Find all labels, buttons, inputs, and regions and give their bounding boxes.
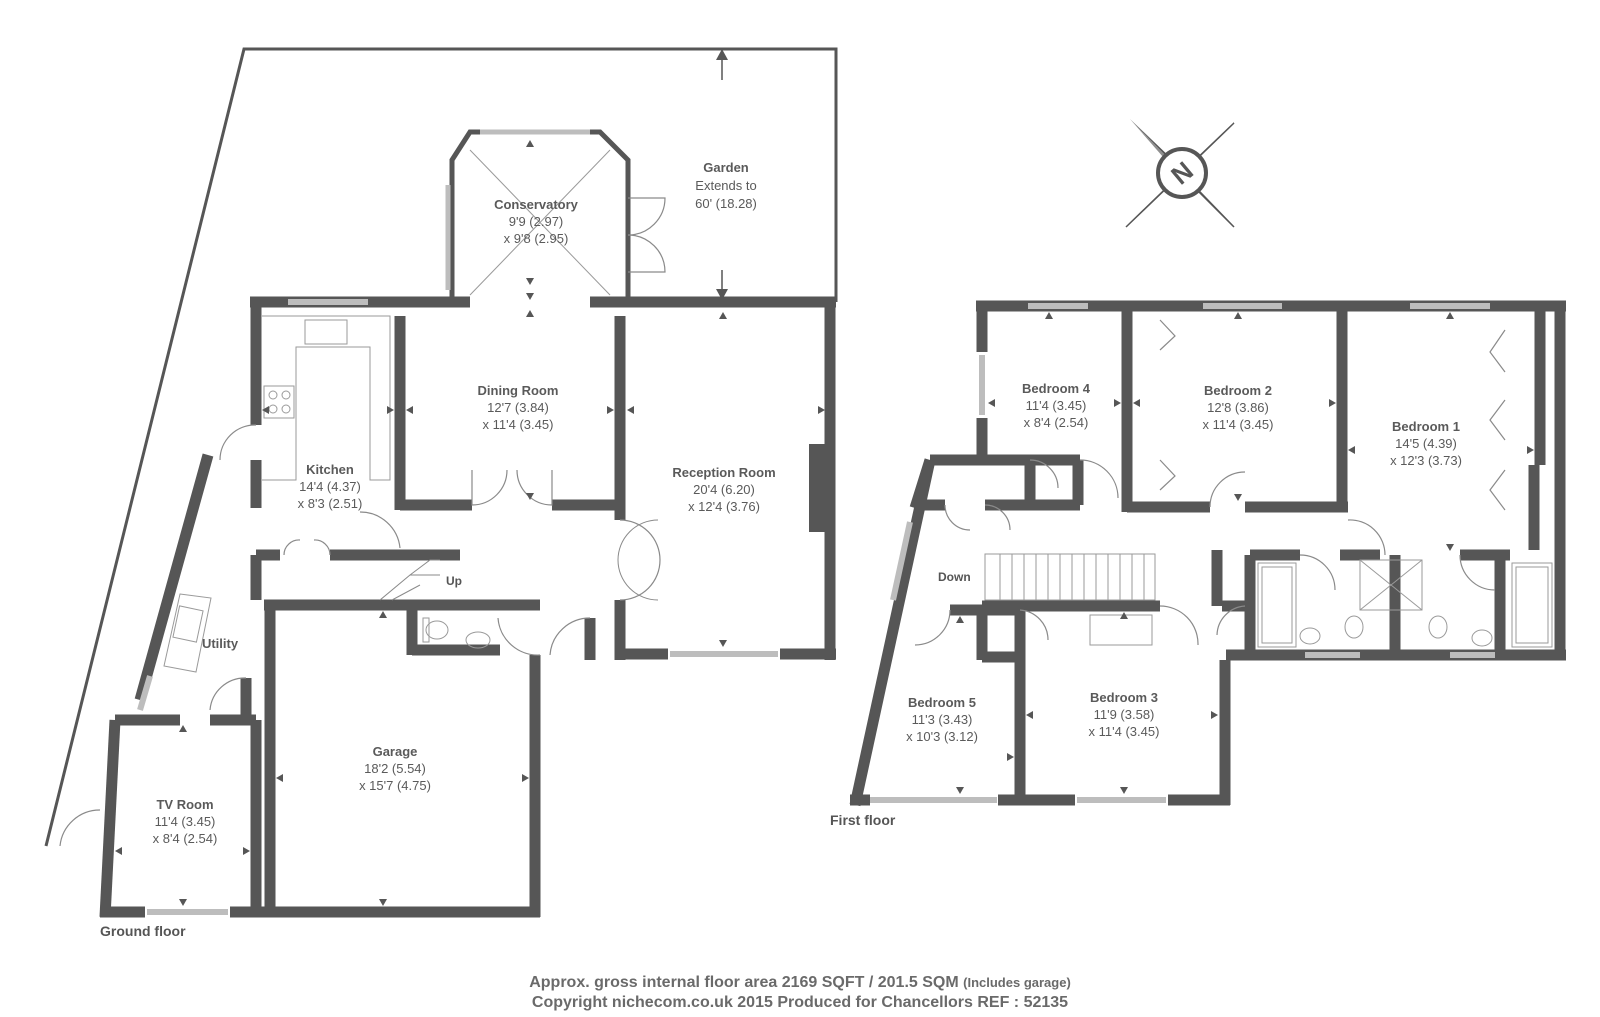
utility-sink [163, 593, 212, 673]
ground-floor-plan: Conservatory 9'9 (2.97) x 9'8 (2.95) Gar… [44, 47, 838, 939]
bedroom-4-name: Bedroom 4 [1022, 381, 1091, 396]
bedroom-4-dim2: x 8'4 (2.54) [1024, 415, 1089, 430]
first-doors [914, 319, 1506, 646]
garage-dim2: x 15'7 (4.75) [359, 778, 431, 793]
conservatory-name: Conservatory [494, 197, 579, 212]
bedroom-1-dim2: x 12'3 (3.73) [1390, 453, 1462, 468]
bedroom-2-dim1: 12'8 (3.86) [1207, 400, 1269, 415]
first-floor-plan: Bedroom 4 11'4 (3.45) x 8'4 (2.54) Bedro… [830, 300, 1566, 828]
bedroom-5-dim2: x 10'3 (3.12) [906, 729, 978, 744]
floor-area-note: Approx. gross internal floor area 2169 S… [0, 974, 1600, 992]
garage-dim1: 18'2 (5.54) [364, 761, 426, 776]
garden-dim1: Extends to [695, 178, 756, 193]
reception-dim2: x 12'4 (3.76) [688, 499, 760, 514]
garden-dim2: 60' (18.28) [695, 196, 757, 211]
tv-room-dim1: 11'4 (3.45) [155, 814, 216, 829]
conservatory-walls [445, 129, 631, 302]
bedroom-1-name: Bedroom 1 [1392, 419, 1460, 434]
first-fixtures [984, 553, 1553, 648]
ground-windows [137, 299, 778, 915]
conservatory-door [627, 197, 666, 273]
bedroom-4-dim1: 11'4 (3.45) [1026, 398, 1087, 413]
reception-name: Reception Room [672, 465, 775, 480]
stairs-down-label: Down [938, 570, 971, 584]
ground-walls [99, 296, 836, 918]
bedroom-3-dim2: x 11'4 (3.45) [1089, 724, 1160, 739]
stairs-up-label: Up [446, 574, 462, 588]
kitchen-name: Kitchen [306, 462, 354, 477]
bedroom-1-dim1: 14'5 (4.39) [1395, 436, 1457, 451]
first-windows [870, 303, 1495, 803]
conservatory-dim1: 9'9 (2.97) [509, 214, 564, 229]
tv-room-dim2: x 8'4 (2.54) [153, 831, 218, 846]
bedroom-5-name: Bedroom 5 [908, 695, 976, 710]
kitchen-dim1: 14'4 (4.37) [299, 479, 361, 494]
conservatory-dim2: x 9'8 (2.95) [504, 231, 569, 246]
dining-dim2: x 11'4 (3.45) [483, 417, 554, 432]
stairs-up [379, 559, 440, 601]
compass-icon: N [1125, 119, 1235, 228]
garage-name: Garage [373, 744, 418, 759]
bedroom-3-dim1: 11'9 (3.58) [1094, 707, 1155, 722]
bedroom-2-dim2: x 11'4 (3.45) [1203, 417, 1274, 432]
chimney-breast [809, 444, 825, 532]
kitchen-dim2: x 8'3 (2.51) [298, 496, 363, 511]
reception-dim1: 20'4 (6.20) [693, 482, 755, 497]
bedroom-2-name: Bedroom 2 [1204, 383, 1272, 398]
wc-fittings [422, 617, 491, 649]
first-floor-label: First floor [830, 812, 896, 828]
bedroom-3-name: Bedroom 3 [1090, 690, 1158, 705]
garden-name: Garden [703, 160, 749, 175]
dining-name: Dining Room [478, 383, 559, 398]
tv-room-name: TV Room [156, 797, 213, 812]
floor-area-text: Approx. gross internal floor area 2169 S… [529, 974, 959, 991]
bedroom-5-dim1: 11'3 (3.43) [912, 712, 973, 727]
garden-boundary [44, 47, 838, 847]
copyright-note: Copyright nichecom.co.uk 2015 Produced f… [531, 994, 1069, 1011]
utility-name: Utility [202, 636, 239, 651]
ground-doors [59, 424, 661, 847]
ground-floor-label: Ground floor [100, 923, 186, 939]
dining-dim1: 12'7 (3.84) [487, 400, 549, 415]
kitchen-fittings [262, 315, 391, 481]
first-dimension-markers [956, 312, 1534, 794]
floor-area-garage-note: (Includes garage) [963, 975, 1071, 990]
